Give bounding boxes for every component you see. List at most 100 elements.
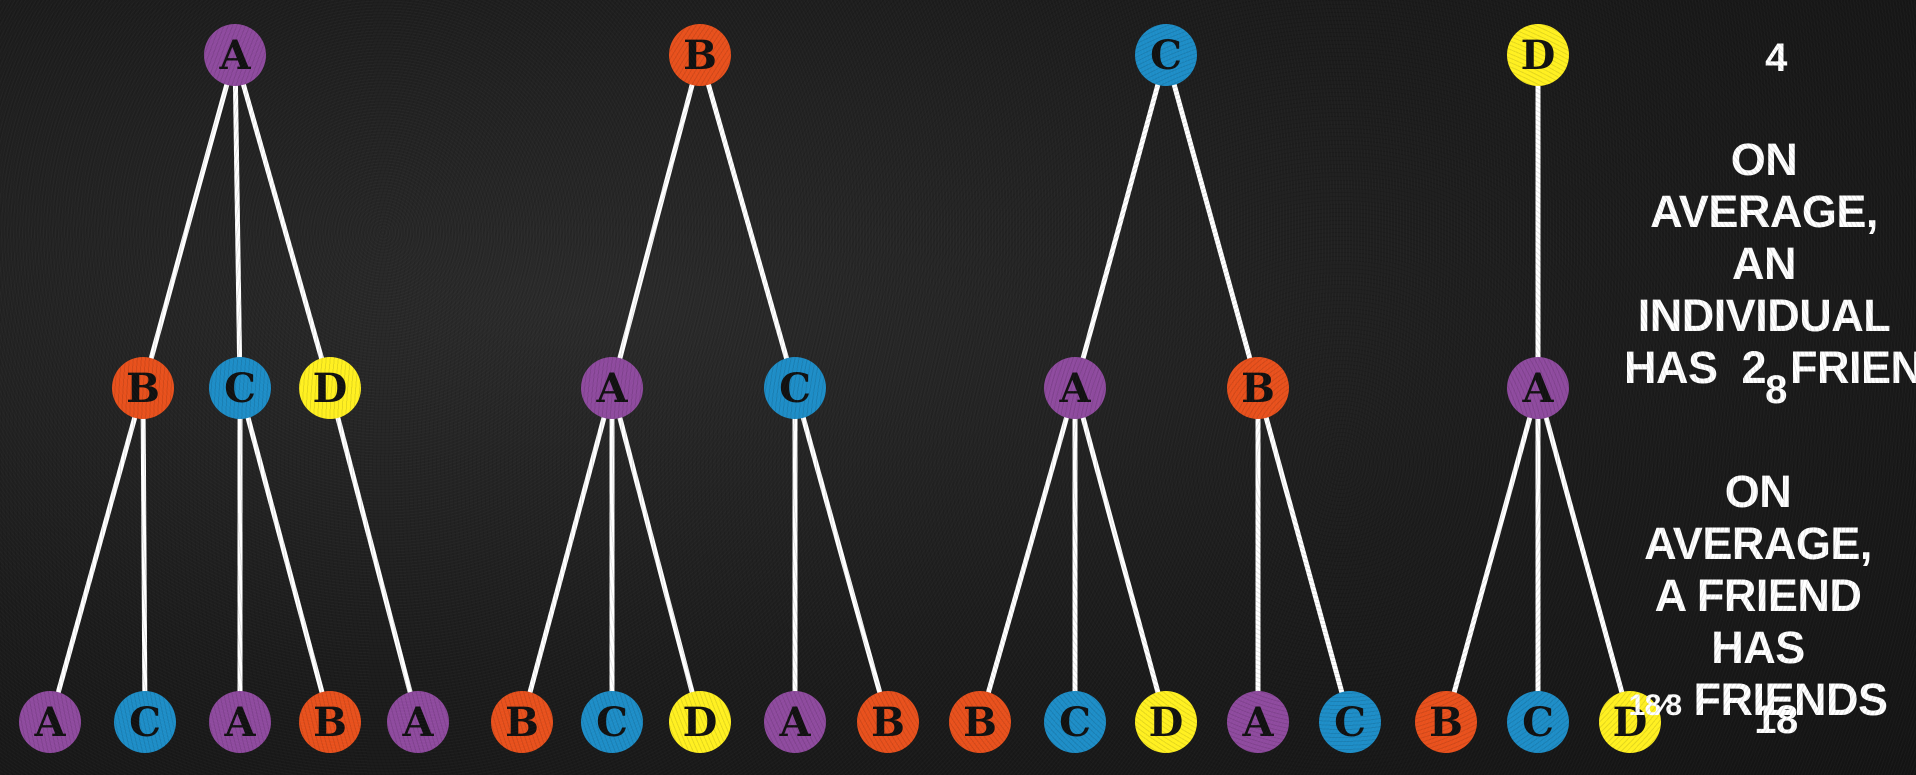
node-circle [209, 357, 271, 419]
friend-fraction: 18⁄8 [1628, 689, 1682, 722]
node-label: B [1429, 699, 1463, 746]
node-label: B [871, 699, 905, 746]
node-label: D [1149, 699, 1184, 746]
friendship-edge [47, 387, 146, 723]
node-label: C [224, 365, 256, 412]
edges-layer [47, 54, 1633, 723]
friend-node-b: B [112, 357, 174, 419]
node-circle [209, 691, 271, 753]
friendship-edge [1443, 387, 1541, 723]
node-circle [114, 691, 176, 753]
node-label: A [778, 699, 811, 746]
friends-of-friends-count: 18 [1754, 698, 1798, 742]
friend-of-friend-node-a: A [1227, 691, 1289, 753]
node-circle [112, 357, 174, 419]
individual-node-a: A [204, 24, 266, 86]
node-label: B [313, 699, 347, 746]
node-circle [764, 691, 826, 753]
node-circle [19, 691, 81, 753]
node-label: D [1521, 32, 1556, 79]
node-circle [764, 357, 826, 419]
caption-line: AN INDIVIDUAL [1637, 238, 1891, 341]
node-circle [204, 24, 266, 86]
individual-node-d: D [1507, 24, 1569, 86]
node-label: B [963, 699, 997, 746]
node-label: B [505, 699, 539, 746]
node-label: C [129, 699, 161, 746]
friend-of-friend-node-c: C [1507, 691, 1569, 753]
friend-of-friend-node-b: B [1415, 691, 1477, 753]
friend-of-friend-node-a: A [764, 691, 826, 753]
node-circle [1135, 691, 1197, 753]
friendship-edge [977, 387, 1078, 723]
friendship-edge [1255, 387, 1353, 723]
node-label: C [779, 365, 811, 412]
friends-count: 8 [1765, 368, 1787, 412]
friend-node-a: A [1507, 357, 1569, 419]
node-circle [387, 691, 449, 753]
node-label: D [683, 699, 718, 746]
friend-node-c: C [764, 357, 826, 419]
friend-node-a: A [581, 357, 643, 419]
friend-of-friend-node-c: C [581, 691, 643, 753]
friend-of-friend-node-c: C [1044, 691, 1106, 753]
caption-line: 18⁄8 FRIENDS [1618, 674, 1898, 732]
friend-node-c: C [209, 357, 271, 419]
friend-of-friend-node-d: D [669, 691, 731, 753]
friendship-edge [609, 387, 703, 723]
node-circle [1044, 357, 1106, 419]
friend-node-b: B [1227, 357, 1289, 419]
node-circle [1415, 691, 1477, 753]
caption-line: ON AVERAGE, [1650, 134, 1878, 237]
friendship-edge [792, 387, 891, 723]
friendship-edge [140, 54, 238, 389]
node-circle [1507, 357, 1569, 419]
friend-of-friend-node-a: A [209, 691, 271, 753]
friendship-edge [232, 54, 243, 389]
caption-line: HAS 2 FRIENDS [1624, 342, 1916, 393]
node-circle [1507, 691, 1569, 753]
friend-average-caption: ON AVERAGE, A FRIEND HAS 18⁄8 FRIENDS [1618, 466, 1898, 732]
node-circle [1044, 691, 1106, 753]
node-circle [669, 24, 731, 86]
node-label: A [223, 699, 256, 746]
individuals-count: 4 [1765, 36, 1787, 80]
node-circle [1599, 691, 1661, 753]
individual-node-c: C [1135, 24, 1197, 86]
node-circle [1227, 357, 1289, 419]
node-label: B [126, 365, 160, 412]
node-circle [949, 691, 1011, 753]
friendship-edge [237, 387, 333, 723]
node-label: C [596, 699, 628, 746]
friend-of-friend-node-b: B [949, 691, 1011, 753]
node-label: A [33, 699, 66, 746]
node-label: B [683, 32, 717, 79]
friend-of-friend-node-c: C [114, 691, 176, 753]
friendship-edge [140, 387, 148, 723]
caption-line: A FRIEND HAS [1654, 570, 1862, 673]
node-circle [581, 357, 643, 419]
node-circle [857, 691, 919, 753]
friend-of-friend-node-c: C [1319, 691, 1381, 753]
friendship-edge [1072, 387, 1169, 723]
node-label: A [595, 365, 628, 412]
node-label: A [1058, 365, 1091, 412]
node-label: C [1150, 32, 1182, 79]
node-label: A [1521, 365, 1554, 412]
node-label: A [218, 32, 251, 79]
node-label: C [1334, 699, 1366, 746]
friend-suffix: FRIENDS [1681, 674, 1889, 725]
friend-node-d: D [299, 357, 361, 419]
node-circle [299, 691, 361, 753]
friendship-edge [1072, 54, 1169, 389]
node-label: A [1241, 699, 1274, 746]
friend-of-friend-node-d: D [1135, 691, 1197, 753]
friend-of-friend-node-b: B [857, 691, 919, 753]
node-circle [299, 357, 361, 419]
node-circle [1319, 691, 1381, 753]
caption-line: ON AVERAGE, [1644, 466, 1872, 569]
friendship-edge [609, 54, 703, 389]
node-label: B [1241, 365, 1275, 412]
